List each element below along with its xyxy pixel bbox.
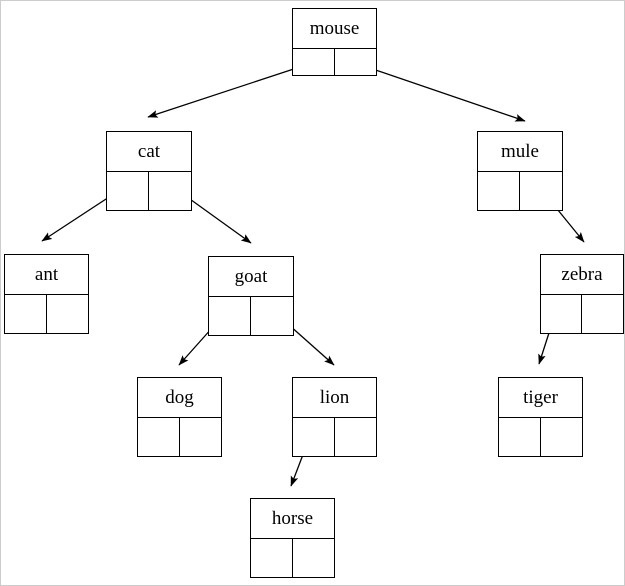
node-pointers-mouse [293,49,376,75]
node-label-lion: lion [293,378,376,418]
node-pointers-goat [209,297,293,335]
right-pointer-cell-lion[interactable] [335,418,377,456]
node-pointers-dog [138,418,221,456]
tree-node-dog[interactable]: dog [137,377,222,457]
right-pointer-cell-cat[interactable] [149,172,191,210]
left-pointer-cell-goat[interactable] [209,297,251,335]
node-pointers-tiger [499,418,582,456]
right-pointer-cell-ant[interactable] [47,295,89,333]
right-pointer-cell-mouse[interactable] [335,49,377,75]
left-pointer-cell-mouse[interactable] [293,49,335,75]
tree-edge-mouse-to-mule [354,62,526,122]
node-label-ant: ant [5,255,88,295]
node-pointers-mule [478,172,562,210]
right-pointer-cell-tiger[interactable] [541,418,583,456]
tree-node-mule[interactable]: mule [477,131,563,211]
tree-node-horse[interactable]: horse [250,498,335,578]
left-pointer-cell-ant[interactable] [5,295,47,333]
node-label-mouse: mouse [293,9,376,49]
left-pointer-cell-horse[interactable] [251,539,293,577]
node-label-zebra: zebra [541,255,623,295]
node-pointers-lion [293,418,376,456]
tree-node-zebra[interactable]: zebra [540,254,624,334]
right-pointer-cell-mule[interactable] [520,172,562,210]
right-pointer-cell-goat[interactable] [251,297,293,335]
left-pointer-cell-dog[interactable] [138,418,180,456]
node-label-tiger: tiger [499,378,582,418]
right-pointer-cell-horse[interactable] [293,539,335,577]
right-pointer-cell-dog[interactable] [180,418,222,456]
tree-node-lion[interactable]: lion [292,377,377,457]
node-pointers-horse [251,539,334,577]
left-pointer-cell-zebra[interactable] [541,295,582,333]
node-label-dog: dog [138,378,221,418]
node-label-goat: goat [209,257,293,297]
right-pointer-cell-zebra[interactable] [582,295,623,333]
node-pointers-cat [107,172,191,210]
node-label-horse: horse [251,499,334,539]
left-pointer-cell-lion[interactable] [293,418,335,456]
tree-node-tiger[interactable]: tiger [498,377,583,457]
node-pointers-ant [5,295,88,333]
tree-node-cat[interactable]: cat [106,131,192,211]
left-pointer-cell-tiger[interactable] [499,418,541,456]
node-label-cat: cat [107,132,191,172]
left-pointer-cell-cat[interactable] [107,172,149,210]
node-pointers-zebra [541,295,623,333]
node-label-mule: mule [478,132,562,172]
tree-node-mouse[interactable]: mouse [292,8,377,76]
tree-node-goat[interactable]: goat [208,256,294,336]
left-pointer-cell-mule[interactable] [478,172,520,210]
tree-node-ant[interactable]: ant [4,254,89,334]
